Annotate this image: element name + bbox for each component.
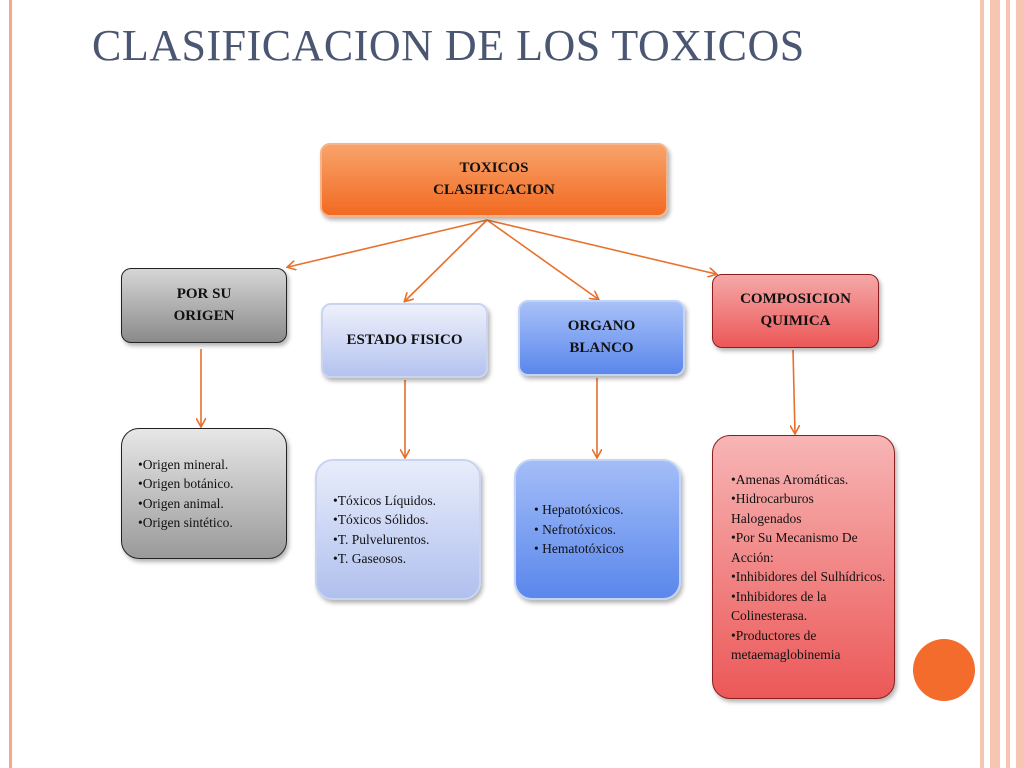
- list-item: •Inhibidores del Sulhídricos.: [731, 569, 886, 584]
- right-decorative-stripes: [976, 0, 1024, 768]
- list-item: •Origen botánico.: [138, 476, 234, 491]
- arrow-composicion-to-list: [793, 349, 795, 433]
- category-label: ESTADO FISICO: [346, 331, 463, 348]
- category-estado-fisico: ESTADO FISICO: [321, 303, 488, 378]
- list-composicion-quimica: •Amenas Aromáticas. •Hidrocarburos Halog…: [712, 435, 895, 699]
- list-item: • Hepatotóxicos.: [534, 502, 624, 518]
- list-estado-fisico: •Tóxicos Líquidos. •Tóxicos Sólidos. •T.…: [315, 459, 481, 600]
- arrow-root-to-origen: [288, 219, 488, 267]
- list-organo-blanco: • Hepatotóxicos. • Nefrotóxicos. • Hemat…: [514, 459, 681, 600]
- list-item: •Origen sintético.: [138, 515, 233, 530]
- slide-title: CLASIFICACION DE LOS TOXICOS: [92, 21, 805, 70]
- category-label: ORGANO BLANCO: [567, 318, 636, 356]
- list-item: • Nefrotóxicos.: [534, 521, 616, 537]
- list-item: •Productores de metaemaglobinemia: [731, 627, 841, 663]
- left-decorative-rule: [9, 0, 12, 768]
- list-item: •Inhibidores de la Colinesterasa.: [731, 588, 827, 624]
- category-composicion-quimica: COMPOSICION QUIMICA: [712, 274, 879, 348]
- category-label: COMPOSICION QUIMICA: [740, 291, 851, 329]
- list-item: •Por Su Mecanismo De Acción:: [731, 530, 858, 565]
- list-item: •Amenas Aromáticas.: [731, 471, 849, 487]
- list-item: •Origen mineral.: [138, 456, 229, 472]
- arrow-root-to-estado-fisico: [405, 219, 488, 301]
- category-por-su-origen: POR SU ORIGEN: [121, 268, 287, 343]
- category-organo-blanco: ORGANO BLANCO: [518, 300, 685, 376]
- root-node-toxicos-clasificacion: TOXICOS CLASIFICACION: [320, 143, 668, 217]
- accent-circle: [913, 639, 975, 701]
- list-item: • Hematotóxicos: [534, 541, 624, 557]
- arrow-root-to-organo-blanco: [486, 219, 598, 299]
- category-label: POR SU ORIGEN: [173, 285, 235, 324]
- list-item: •Tóxicos Líquidos.: [333, 492, 436, 508]
- root-node-label: TOXICOS CLASIFICACION: [433, 160, 555, 198]
- list-item: •Tóxicos Sólidos.: [333, 512, 429, 527]
- arrow-root-to-composicion: [486, 219, 716, 274]
- list-item: •T. Pulvelurentos.: [333, 531, 430, 547]
- list-item: •Hidrocarburos Halogenados: [731, 491, 814, 526]
- list-origen: •Origen mineral. •Origen botánico. •Orig…: [121, 428, 287, 559]
- list-item: •T. Gaseosos.: [333, 551, 407, 566]
- list-item: •Origen animal.: [138, 495, 224, 511]
